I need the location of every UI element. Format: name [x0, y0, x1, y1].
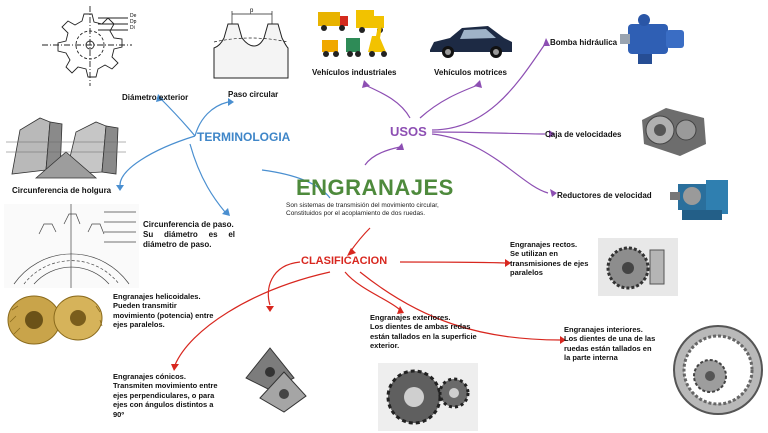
tooth-profile-icon: p — [213, 8, 289, 79]
conicos-line-1: Engranajes cónicos. — [113, 372, 186, 381]
label-rectos: Engranajes rectos. Se utilizan en transm… — [510, 240, 602, 278]
conicos-line-2: Transmiten movimiento entre — [113, 381, 218, 391]
car-icon — [430, 26, 512, 58]
branch-terminologia: TERMINOLOGIA — [197, 130, 291, 144]
interiores-line-1: Engranajes interiores. — [564, 325, 643, 334]
label-paso-circular: Paso circular — [228, 90, 279, 99]
helical-gear-icon — [7, 295, 103, 345]
rectos-line-4: paralelos — [510, 268, 543, 278]
branch-clasificacion: CLASIFICACION — [301, 255, 388, 267]
center-description: Son sistemas de transmisión del movimien… — [286, 202, 456, 218]
conicos-line-5: 90º — [113, 409, 125, 419]
label-vehiculos-industriales: Vehículos industriales — [312, 68, 397, 77]
center-title: ENGRANAJES — [296, 175, 454, 200]
tooth-section-icon — [6, 117, 126, 179]
gear-blueprint-icon: De Dp Di — [42, 6, 137, 86]
label-exteriores: Engranajes exteriores. Los dientes de am… — [370, 313, 510, 351]
exteriores-line-4: exterior. — [370, 341, 400, 351]
interiores-line-3: ruedas están tallados en — [564, 343, 652, 353]
rectos-line-3: transmisiones de ejes — [510, 258, 589, 268]
speed-reducer-icon — [670, 180, 728, 220]
label-vehiculos-motrices: Vehículos motrices — [434, 68, 507, 77]
label-conicos: Engranajes cónicos. Transmiten movimient… — [113, 372, 243, 419]
mark-p: p — [250, 8, 254, 14]
label-bomba-hidraulica: Bomba hidráulica — [550, 38, 618, 47]
conicos-line-4: ejes con ángulos distintos a — [113, 400, 214, 410]
label-caja-velocidades: Caja de velocidades — [545, 130, 622, 139]
exteriores-line-1: Engranajes exteriores. — [370, 313, 451, 322]
helicoidales-line-1: Engranajes helicoidales. — [113, 292, 201, 301]
rectos-line-1: Engranajes rectos. — [510, 240, 578, 249]
mark-de: De — [130, 13, 137, 19]
helicoidales-line-2: Pueden transmitir — [113, 301, 177, 311]
gearbox-icon — [642, 108, 706, 156]
truck-icon — [318, 10, 387, 57]
exteriores-line-3: están tallados en la superficie — [370, 331, 477, 341]
bevel-gear-icon — [245, 347, 307, 413]
center-description-line-2: Constituidos por el acoplamiento de dos … — [286, 210, 426, 218]
helicoidales-line-3: movimiento (potencia) entre — [113, 310, 214, 320]
conicos-line-3: ejes perpendiculares, o para — [113, 390, 215, 400]
mark-dp: Dp — [130, 19, 137, 25]
external-gears-icon — [378, 363, 478, 431]
label-interiores: Engranajes interiores. Los dientes de un… — [564, 325, 664, 363]
hydraulic-pump-icon — [620, 14, 684, 64]
interiores-line-2: Los dientes de una de las — [564, 334, 656, 344]
mark-di: Di — [130, 25, 135, 31]
interiores-line-4: la parte interna — [564, 353, 618, 363]
pitch-circle-drawing-icon — [4, 204, 139, 288]
label-circ-paso: Circunferencia de paso. Su diámetro es e… — [143, 220, 235, 250]
rectos-line-2: Se utilizan en — [510, 249, 558, 259]
circ-paso-line-2: Su diámetro es el diámetro de paso. — [143, 230, 235, 249]
label-reductores: Reductores de velocidad — [557, 191, 652, 200]
exteriores-line-2: Los dientes de ambas redas — [370, 322, 471, 332]
internal-gear-icon — [673, 325, 763, 415]
label-circ-holgura: Circunferencia de holgura — [12, 186, 112, 195]
circ-paso-line-1: Circunferencia de paso. — [143, 220, 234, 229]
spur-gear-icon — [598, 238, 678, 296]
label-diametro-exterior: Diámetro exterior — [122, 93, 189, 102]
helicoidales-line-4: ejes paralelos. — [113, 320, 165, 330]
label-helicoidales: Engranajes helicoidales. Pueden transmit… — [113, 292, 253, 330]
branch-usos: USOS — [390, 124, 427, 139]
center-description-line-1: Son sistemas de transmisión del movimien… — [286, 202, 439, 209]
